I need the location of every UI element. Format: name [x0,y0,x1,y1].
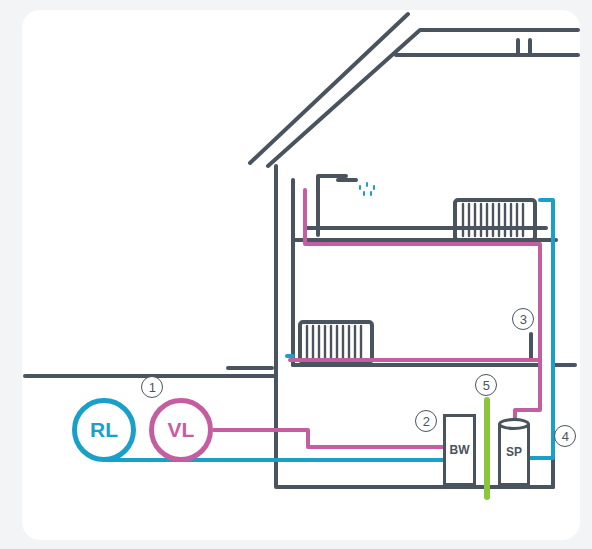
callout-text: 5 [483,378,490,393]
node-label: BW [450,443,470,457]
return-flow-circle: RL [72,398,136,462]
callout-text: 2 [423,414,430,429]
pipe-connector [213,430,443,447]
node-label: RL [90,418,118,442]
callout-text: 1 [149,380,156,395]
node-label: SP [506,445,522,459]
callout-number: 1 [141,376,163,398]
heat-pump-box: BW [443,414,476,486]
callout-number: 4 [554,425,576,447]
callout-text: 3 [520,312,527,327]
callout-number: 3 [512,308,534,330]
node-label: VL [168,418,195,442]
callout-text: 4 [562,429,569,444]
supply-flow-circle: VL [149,398,213,462]
callout-number: 2 [415,410,437,432]
callout-number: 5 [475,374,497,396]
storage-tank: SP [498,418,530,486]
pipe-connector [104,458,443,462]
